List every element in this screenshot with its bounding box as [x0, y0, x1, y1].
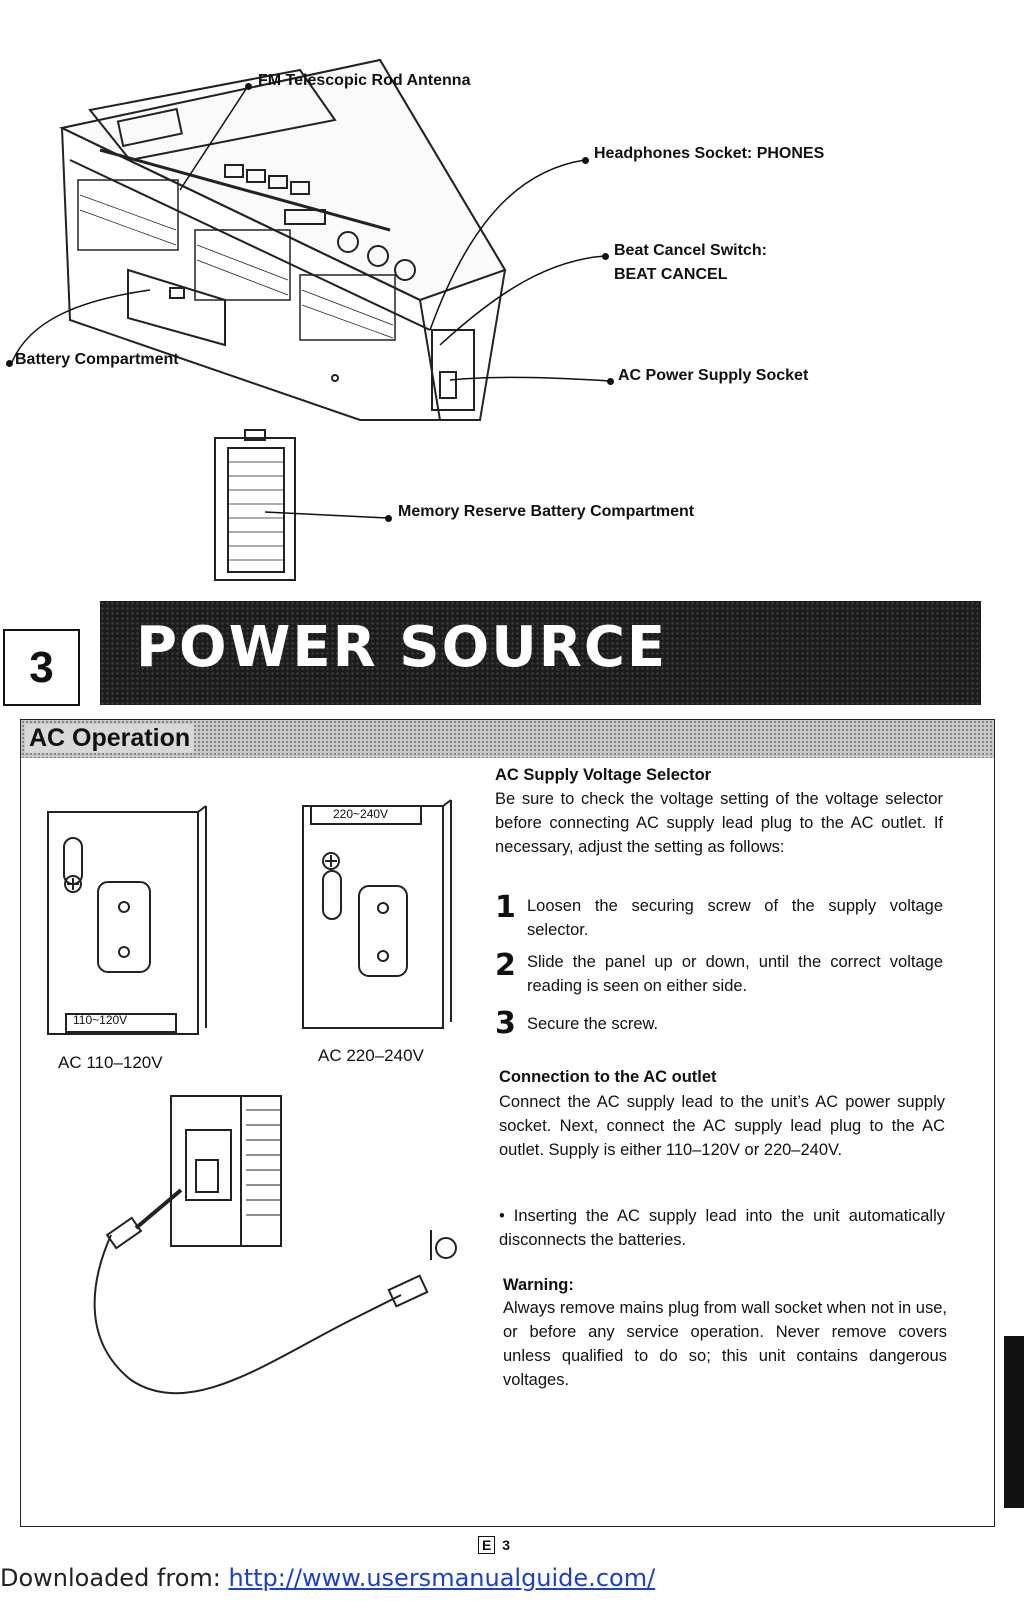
headphones-label: Headphones Socket: PHONES — [594, 145, 825, 162]
page-marker: E 3 — [478, 1536, 511, 1554]
selector-body: Be sure to check the voltage setting of … — [495, 790, 943, 856]
beat-cancel-label-2: BEAT CANCEL — [614, 266, 728, 283]
panel-header: AC Operation — [21, 720, 994, 758]
beat-cancel-label: Beat Cancel Switch: — [614, 242, 767, 259]
caption-110: AC 110–120V — [58, 1053, 163, 1072]
step-1-text: Loosen the securing screw of the supply … — [527, 897, 943, 939]
battery-compartment-label: Battery Compartment — [15, 351, 179, 368]
fig-label-220: 220~240V — [333, 807, 389, 821]
connection-bullet: • Inserting the AC supply lead into the … — [499, 1207, 945, 1249]
voltage-selector-220-figure — [302, 799, 452, 1029]
warning-body: Always remove mains plug from wall socke… — [503, 1299, 947, 1389]
fig-label-110: 110~120V — [73, 1013, 128, 1027]
section-number: 3 — [3, 629, 80, 706]
footer-prefix: Downloaded from: — [0, 1564, 229, 1592]
voltage-selector-110-figure — [47, 805, 207, 1035]
warning-heading: Warning: — [503, 1276, 574, 1294]
step-1-number: 1 — [495, 890, 516, 925]
footer: Downloaded from: http://www.usersmanualg… — [0, 1564, 655, 1592]
page-marker-letter: E — [478, 1536, 496, 1554]
connection-heading: Connection to the AC outlet — [499, 1068, 717, 1086]
caption-220: AC 220–240V — [318, 1046, 424, 1065]
selector-heading: AC Supply Voltage Selector — [495, 766, 712, 784]
panel-title: AC Operation — [25, 724, 195, 753]
memory-battery-label: Memory Reserve Battery Compartment — [398, 503, 695, 520]
connection-body: Connect the AC supply lead to the unit’s… — [499, 1093, 945, 1159]
side-tab — [1004, 1336, 1024, 1508]
section-title: POWER SOURCE — [136, 615, 668, 680]
radio-illustration — [11, 58, 611, 581]
ac-socket-label: AC Power Supply Socket — [618, 367, 809, 384]
step-3-number: 3 — [495, 1006, 516, 1041]
section-banner: POWER SOURCE — [100, 601, 981, 705]
step-3-text: Secure the screw. — [527, 1015, 659, 1033]
ac-lead-connection-figure — [93, 1095, 457, 1395]
page-number: 3 — [502, 1537, 511, 1553]
footer-link[interactable]: http://www.usersmanualguide.com/ — [228, 1564, 656, 1592]
fm-antenna-label: FM Telescopic Rod Antenna — [258, 72, 471, 89]
step-2-text: Slide the panel up or down, until the co… — [527, 953, 943, 995]
ac-operation-panel: AC Operation 110~120V 220~240V AC 110–12… — [20, 719, 995, 1527]
step-2-number: 2 — [495, 948, 516, 983]
